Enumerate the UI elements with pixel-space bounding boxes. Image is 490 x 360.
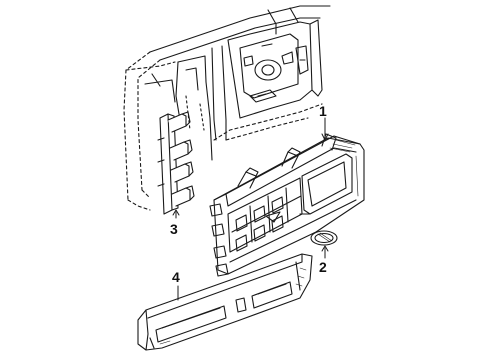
marker-lamp-part-2 xyxy=(310,230,338,246)
callout-label-4: 4 xyxy=(172,269,180,285)
lower-panel-part-4 xyxy=(137,253,313,351)
tail-lamp-assembly-part-1 xyxy=(209,133,365,277)
leader-lines xyxy=(172,117,329,301)
callout-label-2: 2 xyxy=(319,259,327,275)
callout-label-3: 3 xyxy=(170,221,178,237)
vehicle-body-panel xyxy=(123,5,331,211)
callout-label-1: 1 xyxy=(319,103,327,119)
bracket-part-3 xyxy=(157,111,195,215)
